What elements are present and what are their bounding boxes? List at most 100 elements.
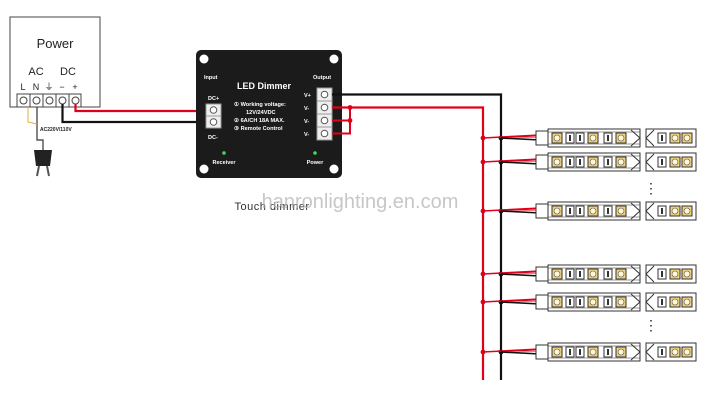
output-terminal-block [316, 87, 333, 141]
screw-icon [209, 118, 218, 126]
smd-led-lens [683, 207, 691, 215]
power-led [313, 151, 317, 155]
strip-cut-mark [645, 202, 655, 220]
power-supply-box [9, 16, 101, 108]
input-pin-dc-plus: DC+ [208, 96, 219, 102]
negative-wire-psu-to-controller [61, 104, 206, 124]
ellipsis-upper: ⋮ [644, 180, 658, 196]
smd-led-lens [589, 298, 597, 306]
strip-cut-mark [630, 129, 641, 147]
smd-led-lens [589, 134, 597, 142]
strip-cut-mark [645, 343, 655, 361]
controller-body [196, 50, 342, 178]
smd-led-lens [553, 158, 561, 166]
led-dimmer-controller: Input Output LED Dimmer DC+ DC- ① Workin… [196, 50, 342, 178]
strip-feed-wire [500, 161, 541, 165]
v-plus-bus-wire [332, 93, 503, 380]
smd-led-lens [671, 207, 679, 215]
mounting-hole [329, 54, 339, 64]
mounting-hole [199, 54, 209, 64]
spec-working-voltage: ① Working voltage: [234, 101, 286, 108]
strip-cut-mark [630, 265, 641, 283]
smd-led-lens [589, 158, 597, 166]
spec-remote-control: ③ Remote Control [234, 125, 283, 132]
output-label: Output [313, 75, 331, 81]
output-pin-v-minus-1: V- [304, 106, 309, 112]
power-supply: Power AC DC L N ⏚ − + [9, 16, 101, 108]
strip-cut-mark [630, 153, 641, 171]
input-pin-dc-minus: DC- [208, 135, 218, 141]
smd-led-lens [683, 134, 691, 142]
smd-led-lens [671, 158, 679, 166]
terminal-label-plus: + [72, 82, 77, 92]
psu-terminal-block [16, 93, 82, 108]
terminal-label-n: N [33, 82, 40, 92]
smd-led-lens [553, 134, 561, 142]
smd-led-lens [683, 298, 691, 306]
strip-feed-wire [500, 137, 541, 141]
strip-cut-mark [630, 343, 641, 361]
ellipsis-lower: ⋮ [644, 317, 658, 333]
screw-icon [320, 116, 329, 125]
strip-connector [535, 266, 549, 282]
smd-led-lens [589, 348, 597, 356]
plug-icon [34, 150, 52, 166]
input-terminal-block [205, 103, 222, 129]
screw-icon [320, 129, 329, 138]
smd-led-lens [617, 134, 625, 142]
strip-cut-mark [630, 293, 641, 311]
strip-connector [535, 294, 549, 310]
controller-caption: Touch dimmer [234, 201, 309, 213]
watermark: hanronlighting.en.com [262, 191, 459, 213]
strip-cut-mark [645, 129, 655, 147]
strip-connector [535, 154, 549, 170]
mounting-hole [329, 164, 339, 174]
ac-label: AC [28, 66, 43, 78]
smd-led-lens [553, 348, 561, 356]
input-label: Input [204, 75, 218, 81]
strip-connector [535, 203, 549, 219]
smd-led-lens [671, 298, 679, 306]
smd-led-lens [617, 298, 625, 306]
channel-bus-wire [332, 106, 485, 380]
spec-current: ② 6A/CH 18A MAX. [234, 117, 285, 124]
output-pin-v-plus: V+ [304, 93, 311, 99]
smd-led-lens [553, 270, 561, 278]
screw-icon [209, 106, 218, 114]
terminal-label-l: L [20, 82, 25, 92]
smd-led-lens [617, 270, 625, 278]
terminal-label-minus: − [59, 82, 64, 92]
ground-icon: ⏚ [44, 82, 53, 92]
receiver-led [222, 151, 226, 155]
strip-connector [535, 344, 549, 360]
strip-feed-wire [500, 301, 541, 305]
smd-led-lens [617, 207, 625, 215]
smd-led-lens [553, 298, 561, 306]
power-supply-title: Power [37, 36, 75, 51]
mounting-hole [199, 164, 209, 174]
strip-feed-wire [500, 273, 541, 277]
junction-dot [347, 105, 353, 110]
smd-led-lens [683, 270, 691, 278]
channel-jumper-wire [332, 120, 351, 135]
strip-cut-mark [645, 153, 655, 171]
smd-led-lens [683, 158, 691, 166]
smd-led-lens [617, 348, 625, 356]
dc-label: DC [60, 66, 76, 78]
receiver-label: Receiver [213, 160, 237, 166]
output-pin-v-minus-3: V- [304, 132, 309, 138]
smd-led-lens [671, 270, 679, 278]
controller-title: LED Dimmer [237, 81, 292, 91]
smd-led-lens [671, 348, 679, 356]
power-label: Power [307, 160, 324, 166]
strip-connector [535, 130, 549, 146]
strip-feed-wire [500, 351, 541, 355]
screw-icon [19, 96, 28, 105]
ac-plug: AC220V/110V [27, 107, 72, 177]
screw-icon [320, 90, 329, 99]
screw-icon [320, 103, 329, 112]
smd-led-lens [553, 207, 561, 215]
strip-cut-mark [630, 202, 641, 220]
spec-voltage-value: 12V/24VDC [246, 110, 276, 116]
